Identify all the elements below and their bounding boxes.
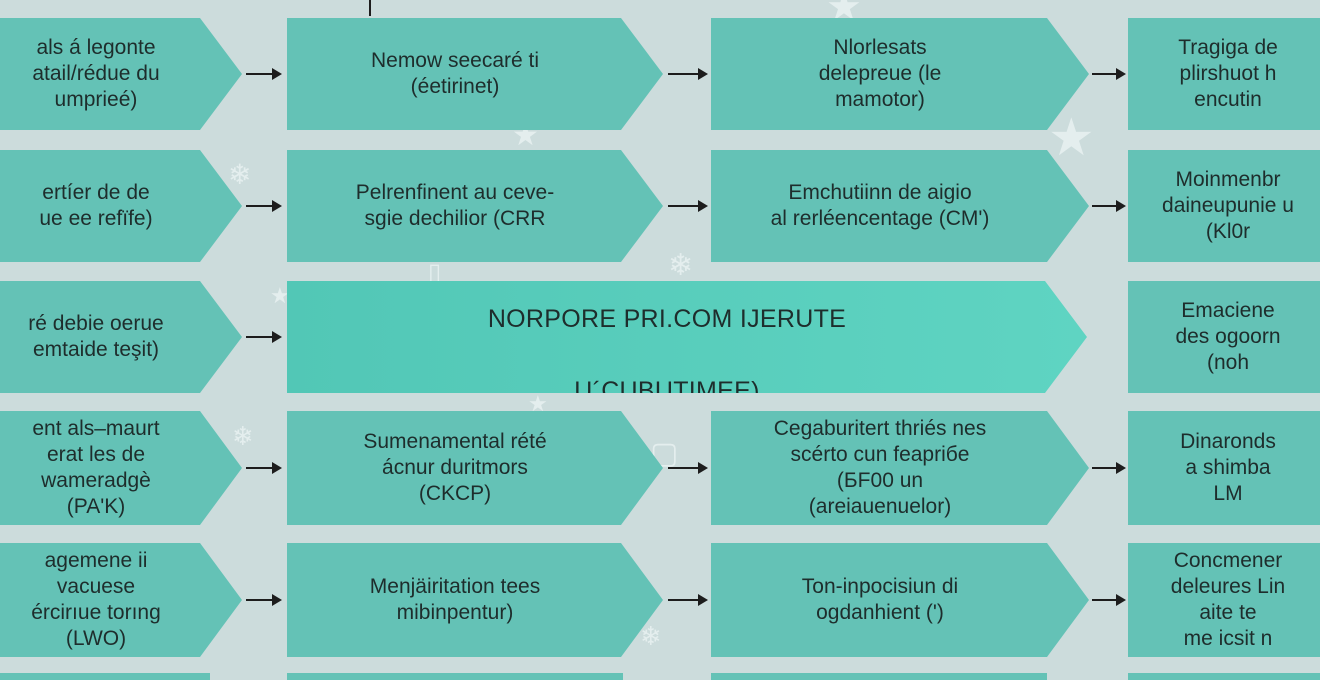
- step-r2-c1: ertíer de de ue ee refïfe): [0, 150, 242, 262]
- step-r2-c3: Emchutiinn de aigio al rerléencentage (C…: [711, 150, 1089, 262]
- star-icon: ★: [528, 392, 548, 417]
- snowflake-icon: ❄: [228, 158, 252, 191]
- step-label: Cegaburitert thriés nes scérto cun feapr…: [773, 417, 987, 518]
- central-step-label: NORPORE PRI.COM IJERUTE U´CUBUTIMEE): [488, 265, 846, 409]
- step-r1-c1: als á legonte atail/rédue du umprieé): [0, 18, 242, 130]
- step-label: ent als–maurt erat les de wameradgè (PA'…: [32, 417, 160, 518]
- central-line-1: NORPORE PRI.COM IJERUTE: [487, 305, 847, 333]
- step-r6-c4: [1128, 673, 1320, 680]
- step-r6-c2: [287, 673, 623, 680]
- step-r4-c3: Cegaburitert thriés nes scérto cun feapr…: [711, 411, 1089, 525]
- step-label: Ton-inpocisiun di ogdanhient ('): [801, 575, 959, 624]
- step-label: ré debie oerue emtaide teşit): [28, 312, 164, 361]
- arrow-icon: [1092, 199, 1126, 213]
- step-label: Emchutiinn de aigio al rerléencentage (C…: [770, 181, 990, 230]
- arrow-icon: [1092, 67, 1126, 81]
- step-r4-c1: ent als–maurt erat les de wameradgè (PA'…: [0, 411, 242, 525]
- step-r5-c2: Menjäiritation tees mibinpentur): [287, 543, 663, 657]
- arrow-icon: [668, 67, 708, 81]
- arrow-icon: [246, 593, 282, 607]
- doc-icon: ▯: [428, 258, 442, 286]
- step-label: Emaciene des ogoorn (noh: [1175, 299, 1281, 374]
- arrow-icon: [1092, 593, 1126, 607]
- step-r5-c3: Ton-inpocisiun di ogdanhient ('): [711, 543, 1089, 657]
- step-r4-c4: Dinaronds a shimba LM: [1128, 411, 1320, 525]
- arrow-icon: [246, 199, 282, 213]
- arrow-icon: [668, 461, 708, 475]
- top-connector-line: [369, 0, 371, 16]
- star-icon: ★: [270, 284, 290, 309]
- step-r1-c3: Nlorlesats deleprеue (le mamotor): [711, 18, 1089, 130]
- step-r2-c4: Moinmenbr daineupunie u (Kl0r: [1128, 150, 1320, 262]
- arrow-icon: [668, 199, 708, 213]
- step-label: agemene ii vacuese ércirıue torıng (LWO): [31, 549, 161, 650]
- arrow-icon: [246, 67, 282, 81]
- step-label: Tragiga de plirshuot h encutin: [1178, 36, 1278, 111]
- step-r5-c1: agemene ii vacuese ércirıue torıng (LWO): [0, 543, 242, 657]
- arrow-icon: [668, 593, 708, 607]
- step-r3-c4: Emaciene des ogoorn (noh: [1128, 281, 1320, 393]
- step-label: Moinmenbr daineupunie u (Kl0r: [1162, 168, 1294, 243]
- step-label: ertíer de de ue ee refïfe): [39, 181, 153, 230]
- step-r2-c2: Pelrenfinent au ceve- sgie dechilior (CR…: [287, 150, 663, 262]
- step-label: als á legonte atail/rédue du umprieé): [32, 36, 160, 111]
- step-r6-c1: [0, 673, 210, 680]
- step-r4-c2: Sumenamental rété ácnur duritmors (CKCP): [287, 411, 663, 525]
- step-label: Sumenamental rété ácnur duritmors (CKCP): [363, 430, 547, 505]
- step-label: Dinaronds a shimba LM: [1180, 430, 1276, 505]
- step-label: Nemow seecaré ti (éetirinet): [370, 49, 540, 98]
- step-label: Nlorlesats deleprеue (le mamotor): [818, 36, 942, 111]
- step-r5-c4: Concmener deleures Lin aite te me icsit …: [1128, 543, 1320, 657]
- step-label: Concmener deleures Lin aite te me icsit …: [1170, 549, 1286, 650]
- step-r3-c1: ré debie oerue emtaide teşit): [0, 281, 242, 393]
- arrow-icon: [1092, 461, 1126, 475]
- step-label: Pelrenfinent au ceve- sgie dechilior (CR…: [355, 181, 555, 230]
- arrow-icon: [246, 330, 282, 344]
- step-r6-c3: [711, 673, 1047, 680]
- snowflake-icon: ❄: [232, 422, 254, 452]
- snowflake-icon: ❄: [640, 622, 662, 652]
- central-line-2: U´CUBUTIMEE): [574, 377, 760, 405]
- step-r1-c2: Nemow seecaré ti (éetirinet): [287, 18, 663, 130]
- snowflake-icon: ❄: [668, 248, 694, 283]
- step-label: Menjäiritation tees mibinpentur): [369, 575, 541, 624]
- arrow-icon: [246, 461, 282, 475]
- central-step: NORPORE PRI.COM IJERUTE U´CUBUTIMEE): [287, 281, 1087, 393]
- step-r1-c4: Tragiga de plirshuot h encutin: [1128, 18, 1320, 130]
